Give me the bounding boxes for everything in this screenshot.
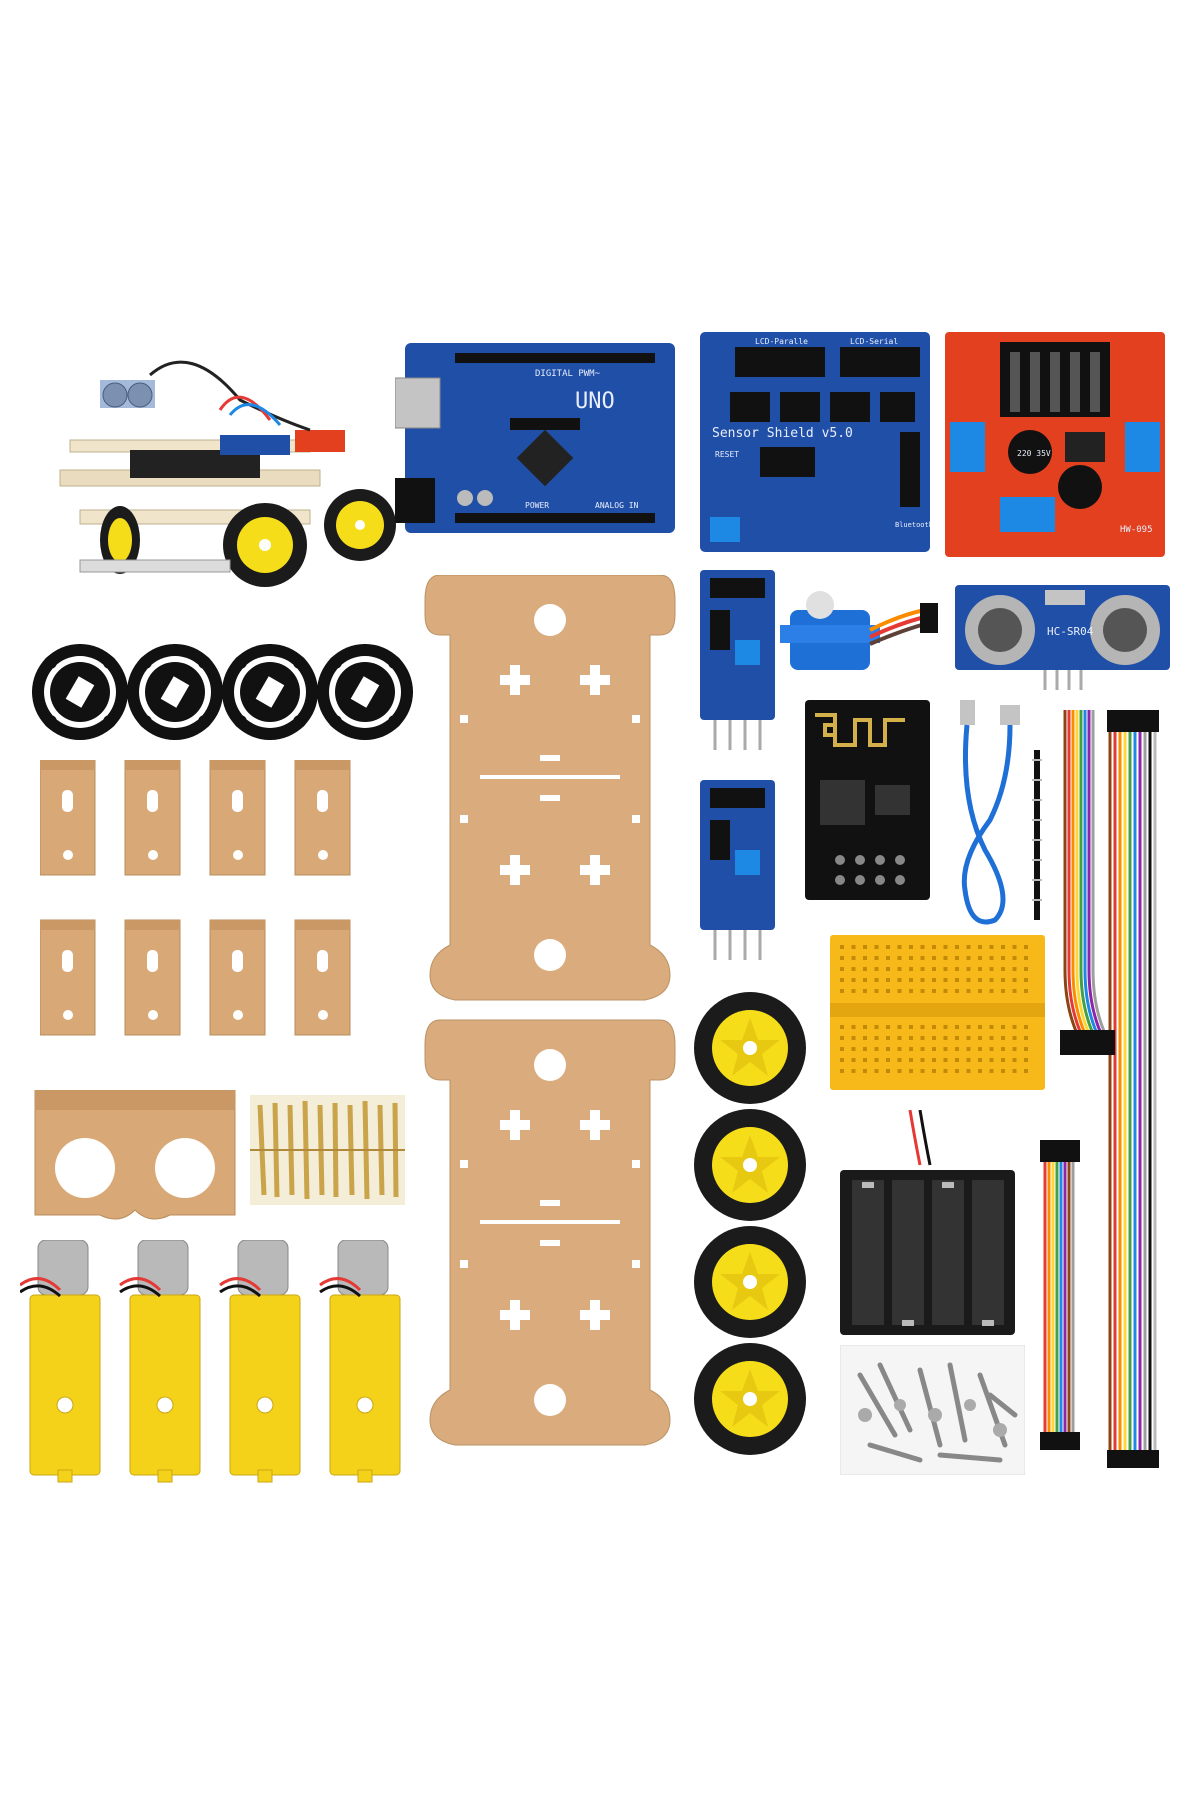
car-wheel-front-left <box>223 503 307 587</box>
chassis-plate-bottom <box>424 1019 676 1446</box>
copper-standoffs <box>250 1095 405 1205</box>
svg-text:DIGITAL PWM~: DIGITAL PWM~ <box>535 369 601 379</box>
shield-title-text: Sensor Shield v5.0 <box>712 426 853 441</box>
wheel-3 <box>694 1226 806 1338</box>
ultrasonic-sensor: HC-SR04 <box>955 585 1170 690</box>
mini-breadboard <box>830 935 1045 1090</box>
gear-motor-1 <box>20 1240 102 1484</box>
screws-and-nuts <box>840 1345 1025 1475</box>
assembled-robot-car <box>59 360 396 587</box>
chassis-plates <box>424 575 676 1446</box>
chassis-plate-top <box>424 575 676 1001</box>
gear-motor-3 <box>218 1240 302 1484</box>
ir-sensor-1 <box>700 570 775 750</box>
encoder-discs <box>30 642 415 742</box>
gear-motor-4 <box>318 1240 402 1484</box>
jumper-wires <box>1040 710 1159 1468</box>
gear-motors <box>20 1240 402 1484</box>
encoder-disc-1 <box>30 642 130 742</box>
svg-text:RESET: RESET <box>715 450 739 459</box>
usb-cable <box>960 700 1020 925</box>
encoder-disc-3 <box>220 642 320 742</box>
wheels <box>694 992 806 1455</box>
wheel-1 <box>694 992 806 1104</box>
encoder-disc-2 <box>125 642 225 742</box>
pin-header-strip <box>1032 750 1042 920</box>
ir-sensor-modules <box>700 570 775 960</box>
svg-text:POWER: POWER <box>525 501 549 510</box>
motor-brackets <box>40 760 351 1036</box>
svg-text:LCD-Serial: LCD-Serial <box>850 337 898 346</box>
ultrasonic-holder-bracket <box>34 1090 236 1220</box>
wifi-module <box>805 700 930 900</box>
svg-text:LCD-Paralle: LCD-Paralle <box>755 337 808 346</box>
servo-motor <box>780 591 938 670</box>
svg-text:Bluetooth: Bluetooth <box>895 521 930 529</box>
ir-sensor-2 <box>700 780 775 960</box>
ultrasonic-model-text: HC-SR04 <box>1047 625 1094 638</box>
uno-board: UNO DIGITAL PWM~ POWER ANALOG IN <box>395 343 675 533</box>
sensor-shield: Sensor Shield v5.0 RESET LCD-Paralle LCD… <box>700 332 930 552</box>
uno-logo-text: UNO <box>575 389 615 414</box>
motor-driver-board: 220 35V HW-095 <box>945 332 1165 557</box>
gear-motor-2 <box>118 1240 202 1484</box>
motor-driver-model-text: HW-095 <box>1120 525 1153 535</box>
svg-text:ANALOG IN: ANALOG IN <box>595 501 639 510</box>
battery-holder <box>840 1110 1015 1335</box>
svg-text:220 35V: 220 35V <box>1017 449 1051 458</box>
wheel-4 <box>694 1343 806 1455</box>
encoder-disc-4 <box>315 642 415 742</box>
wheel-2 <box>694 1109 806 1221</box>
